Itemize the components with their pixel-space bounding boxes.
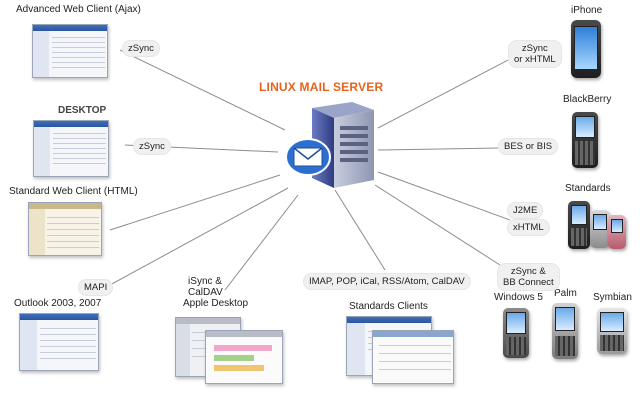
pill-iphone-sync: zSync or xHTML bbox=[508, 40, 562, 68]
line-iphone bbox=[377, 57, 513, 129]
label-apple-group: iSync & CalDAV bbox=[188, 276, 223, 298]
windows-mobile-device bbox=[503, 308, 529, 358]
line-apple bbox=[224, 194, 299, 291]
pill-bb-line2: BB Connect bbox=[503, 277, 554, 288]
line-ajax bbox=[119, 49, 286, 131]
iphone-device bbox=[571, 20, 601, 78]
blackberry-device bbox=[572, 112, 598, 168]
pill-bb-line1: zSync & bbox=[510, 266, 546, 277]
label-symbian: Symbian bbox=[593, 292, 632, 303]
line-outlook bbox=[109, 187, 289, 286]
palm-device bbox=[552, 303, 578, 359]
pill-zsync-desktop: zSync bbox=[133, 138, 171, 155]
ajax-client-screenshot bbox=[32, 24, 108, 78]
pill-bes-bis: BES or BIS bbox=[498, 138, 559, 155]
label-outlook: Outlook 2003, 2007 bbox=[14, 298, 102, 309]
label-standards-clients: Standards Clients bbox=[349, 301, 428, 312]
outlook-screenshot bbox=[19, 313, 99, 371]
pill-j2me: J2ME bbox=[507, 202, 544, 219]
pill-bb-connect: zSync & BB Connect bbox=[497, 263, 560, 291]
symbian-device bbox=[597, 308, 627, 354]
label-desktop: DESKTOP bbox=[58, 105, 107, 116]
pill-protocols: IMAP, POP, iCal, RSS/Atom, CalDAV bbox=[303, 273, 471, 290]
standards-client-screenshot-2 bbox=[372, 330, 454, 384]
label-blackberry: BlackBerry bbox=[563, 94, 612, 105]
line-bb bbox=[374, 184, 501, 266]
label-apple-line1: iSync & bbox=[188, 276, 222, 287]
label-standards: Standards bbox=[565, 183, 611, 194]
pill-zsync-ajax: zSync bbox=[122, 40, 160, 57]
standards-phone-2 bbox=[590, 210, 610, 248]
apple-ical-screenshot bbox=[205, 330, 283, 384]
label-ajax-client: Advanced Web Client (Ajax) bbox=[16, 4, 141, 15]
label-html-client: Standard Web Client (HTML) bbox=[9, 186, 138, 197]
pill-iphone-line2: or xHTML bbox=[514, 54, 556, 65]
standards-phone-3 bbox=[608, 215, 626, 249]
label-iphone: iPhone bbox=[571, 5, 603, 16]
line-standards bbox=[377, 171, 511, 221]
server-title: LINUX MAIL SERVER bbox=[259, 80, 384, 94]
desktop-client-screenshot bbox=[33, 120, 109, 177]
label-palm: Palm bbox=[554, 288, 577, 299]
pill-mapi: MAPI bbox=[78, 279, 114, 296]
line-standards-clients bbox=[334, 189, 386, 271]
standards-phone-1 bbox=[568, 201, 590, 249]
line-html bbox=[109, 174, 281, 231]
label-apple-line2: CalDAV bbox=[188, 287, 223, 298]
label-windows5: Windows 5 bbox=[494, 292, 543, 303]
label-apple-desktop: Apple Desktop bbox=[183, 298, 249, 309]
pill-xhtml: xHTML bbox=[507, 219, 550, 236]
pill-iphone-line1: zSync bbox=[521, 43, 548, 54]
envelope-icon bbox=[285, 138, 331, 176]
line-blackberry bbox=[377, 147, 501, 151]
html-client-screenshot bbox=[28, 202, 102, 256]
